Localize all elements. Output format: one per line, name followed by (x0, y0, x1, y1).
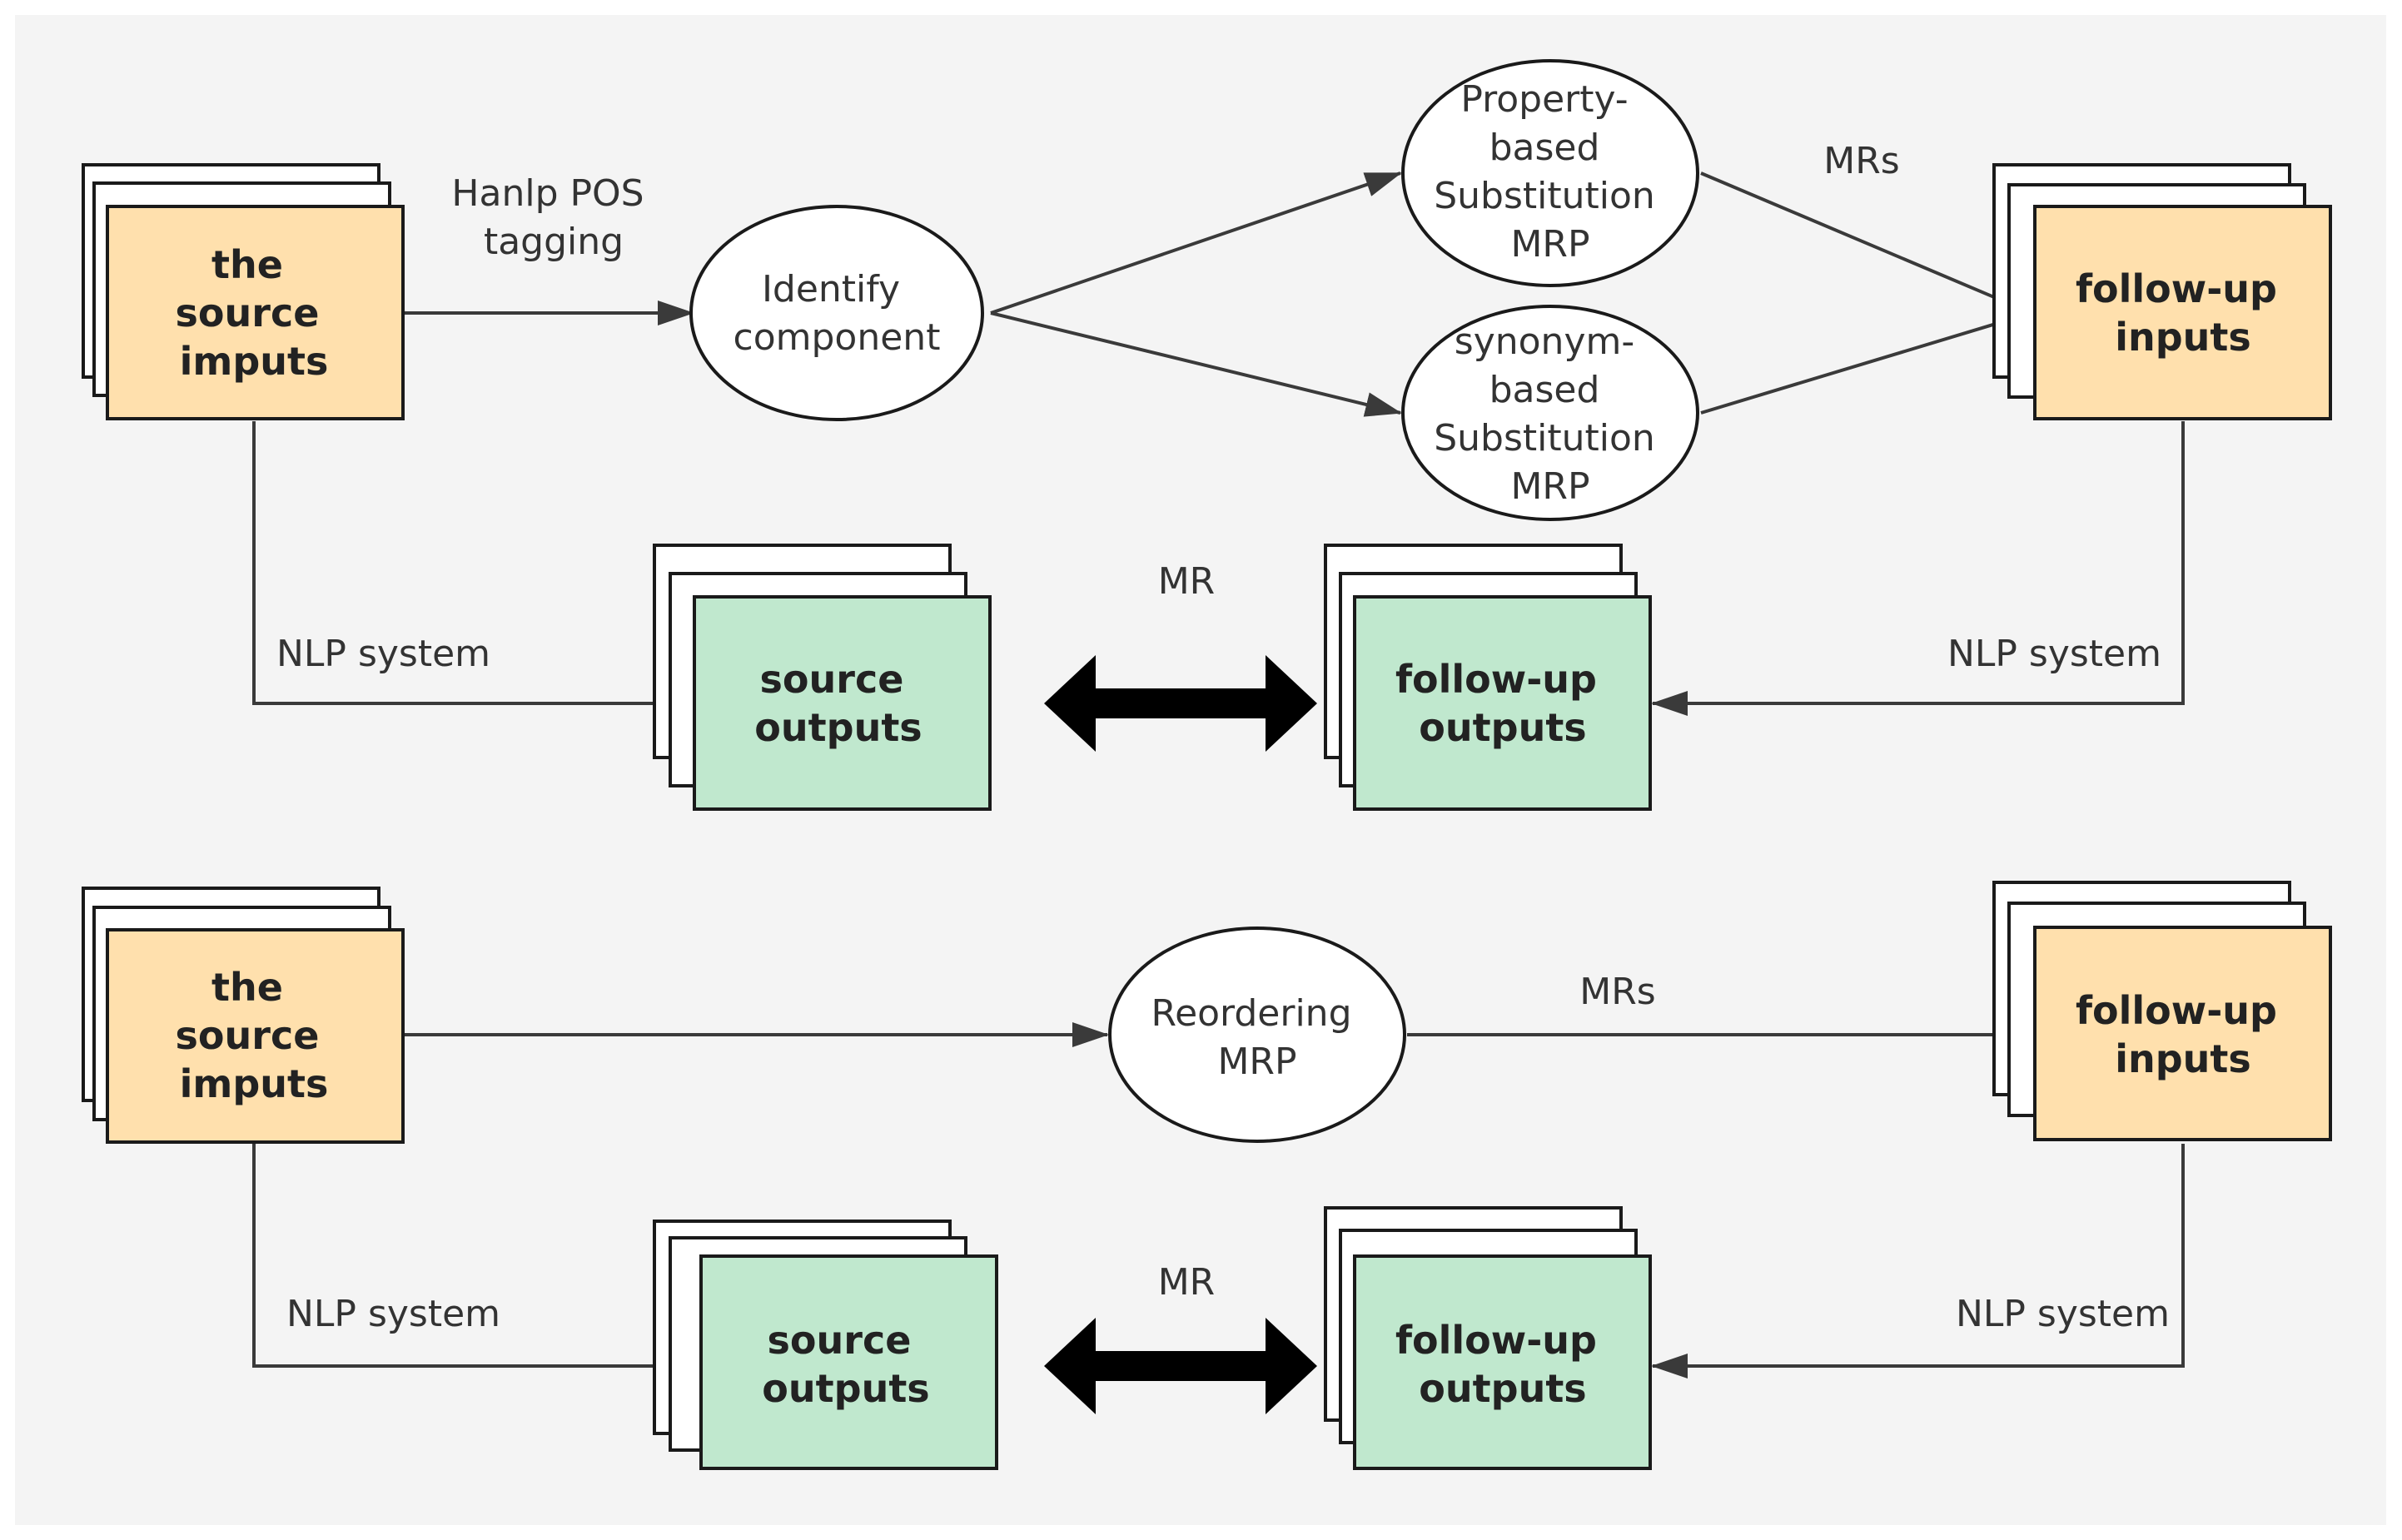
property-based-mrp-node: Property- based Substitution MRP (1401, 59, 1699, 287)
bottom-followup-outputs-line-1: follow-up (1395, 1318, 1597, 1363)
bottom-mrs-label: MRs (1579, 971, 1655, 1013)
property-line-3: Substitution (1434, 175, 1655, 217)
edge-bottom-source-nlp-to-outputs (252, 1144, 701, 1379)
synonym-based-mrp-node: synonym- based Substitution MRP (1401, 305, 1699, 521)
svg-text:the source imputs: the source imputs (176, 965, 333, 1106)
hanlp-label-line-1: Hanlp POS (451, 172, 644, 215)
top-source-outputs-line-2: outputs (754, 705, 922, 750)
top-source-inputs-line-2: source (176, 291, 320, 335)
reordering-line-1: Reordering (1151, 992, 1351, 1035)
edge-identify-to-synonym (990, 311, 1402, 417)
bottom-source-outputs-line-1: source (768, 1318, 912, 1363)
bottom-followup-outputs-line-2: outputs (1419, 1366, 1586, 1411)
svg-text:follow-up inputs: follow-up inputs (2076, 266, 2290, 360)
edge-identify-to-property (990, 171, 1402, 315)
svg-text:source outputs: source outputs (762, 1318, 929, 1411)
top-mr-double-arrow (1044, 655, 1317, 752)
synonym-line-2: based (1489, 369, 1600, 411)
bottom-followup-inputs-line-1: follow-up (2076, 988, 2277, 1033)
synonym-line-4: MRP (1510, 465, 1589, 508)
property-line-2: based (1489, 127, 1600, 169)
edge-synonym-to-followup (1700, 310, 2033, 415)
reordering-mrp-node: Reordering MRP (1108, 926, 1406, 1143)
top-followup-inputs-stack: follow-up inputs (1992, 163, 2332, 420)
top-source-outputs-stack: source outputs (653, 544, 992, 811)
identify-line-2: component (734, 316, 941, 359)
bottom-source-outputs-line-2: outputs (762, 1366, 929, 1411)
identify-component-node: Identify component (689, 205, 984, 421)
bottom-followup-inputs-line-2: inputs (2115, 1036, 2251, 1081)
top-mr-label: MR (1158, 560, 1216, 603)
svg-text:synonym- based Sub: synonym- based Substitution MRP (1434, 320, 1667, 508)
bottom-nlp-system-left-label: NLP system (286, 1293, 500, 1335)
edge-source-nlp-to-outputs (252, 421, 691, 716)
bottom-followup-outputs-stack: follow-up outputs (1324, 1206, 1652, 1470)
svg-text:Reordering MRP: Reordering MRP (1151, 992, 1363, 1083)
bottom-source-inputs-line-3: imputs (180, 1061, 329, 1106)
bottom-nlp-system-right-label: NLP system (1956, 1293, 2170, 1335)
top-followup-outputs-stack: follow-up outputs (1324, 544, 1652, 811)
top-followup-outputs-line-2: outputs (1419, 705, 1586, 750)
svg-text:Property- based Su: Property- based Substitution MRP (1434, 78, 1667, 266)
svg-text:follow-up inputs: follow-up inputs (2076, 988, 2290, 1081)
reordering-line-2: MRP (1217, 1041, 1296, 1083)
synonym-line-1: synonym- (1455, 320, 1634, 363)
top-followup-inputs-line-2: inputs (2115, 315, 2251, 360)
top-followup-inputs-line-1: follow-up (2076, 266, 2277, 311)
top-mrs-label: MRs (1823, 140, 1899, 182)
bottom-source-inputs-stack: the source imputs (82, 887, 405, 1144)
top-source-inputs-stack: the source imputs (82, 163, 405, 420)
bottom-mr-label: MR (1158, 1261, 1216, 1304)
top-source-inputs-line-3: imputs (180, 339, 329, 384)
property-line-1: Property- (1460, 78, 1628, 121)
top-followup-outputs-line-1: follow-up (1395, 657, 1597, 702)
edge-property-to-followup (1700, 171, 2033, 315)
edge-followup-nlp-to-outputs (1651, 421, 2185, 716)
bottom-source-inputs-line-2: source (176, 1013, 320, 1058)
bottom-followup-inputs-stack: follow-up inputs (1992, 881, 2332, 1141)
top-source-outputs-line-1: source (760, 657, 904, 702)
property-line-4: MRP (1510, 223, 1589, 266)
edge-bottom-followup-nlp-to-outputs (1651, 1144, 2185, 1379)
svg-text:source outputs: source outputs (754, 657, 922, 750)
svg-text:follow-up outputs: follow-up outputs (1395, 657, 1610, 750)
bottom-source-inputs-line-1: the (211, 965, 283, 1010)
svg-text:Identify component: Identify component (734, 268, 941, 359)
synonym-line-3: Substitution (1434, 417, 1655, 460)
bottom-source-outputs-stack: source outputs (653, 1220, 998, 1470)
identify-line-1: Identify (762, 268, 900, 310)
hanlp-label-line-2: tagging (484, 221, 624, 263)
hanlp-pos-tagging-label: Hanlp POS tagging (451, 172, 655, 263)
top-source-inputs-label: the source imputs (176, 242, 333, 384)
bottom-mr-double-arrow (1044, 1318, 1317, 1414)
background-panel (15, 15, 2386, 1525)
svg-text:follow-up outputs: follow-up outputs (1395, 1318, 1610, 1411)
top-nlp-system-right-label: NLP system (1947, 633, 2161, 675)
top-nlp-system-left-label: NLP system (276, 633, 490, 675)
top-source-inputs-line-1: the (211, 242, 283, 287)
